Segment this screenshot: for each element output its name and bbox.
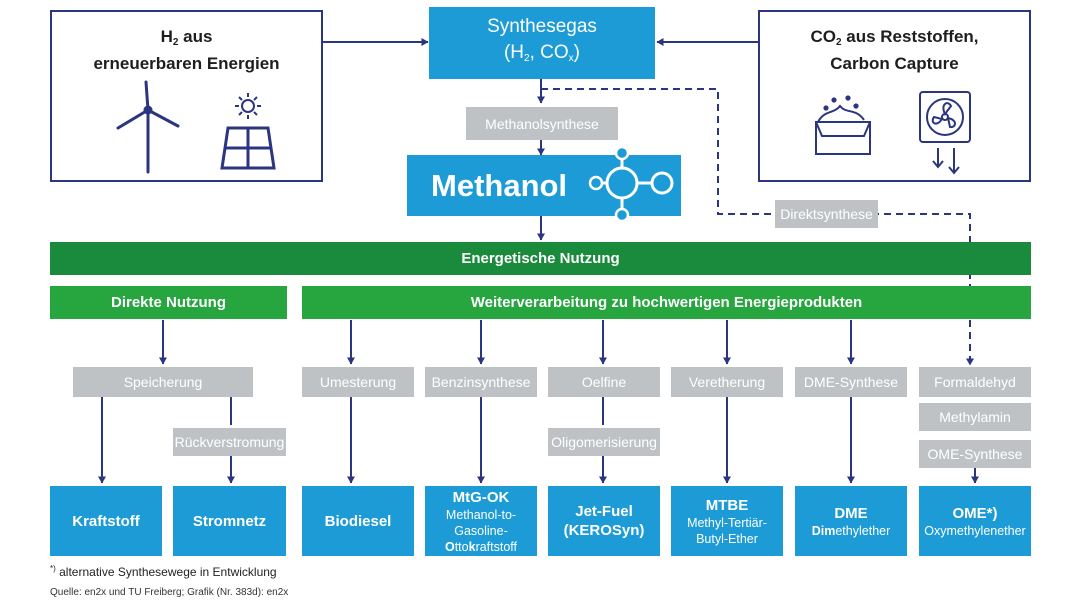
methanol-label: Methanol [431,167,568,203]
process-rueckverstromung: Rückverstromung [173,428,286,456]
waste-container-icon [815,95,871,155]
direct-use-bar: Direkte Nutzung [50,286,287,319]
molecule-icon [588,145,674,223]
product-mtg-ok: MtG-OK Methanol-to- Gasoline- Ottokrafts… [425,486,537,556]
source-note: Quelle: en2x und TU Freiberg; Grafik (Nr… [50,587,289,598]
wind-turbine-icon [116,80,180,174]
h2-source-box: H2 aus erneuerbaren Energien [50,10,323,182]
process-formaldehyd: Formaldehyd [919,367,1031,397]
co2-source-box: CO2 aus Reststoffen, Carbon Capture [758,10,1031,182]
h2-source-title: H2 aus erneuerbaren Energien [93,27,280,73]
air-capture-fan-icon [919,91,971,175]
process-veretherung: Veretherung [671,367,783,397]
process-benzinsynthese: Benzinsynthese [425,367,537,397]
further-processing-bar: Weiterverarbeitung zu hochwertigen Energ… [302,286,1031,319]
step-direktsynthese: Direktsynthese [775,200,878,228]
process-oligomerisierung: Oligomerisierung [548,428,660,456]
process-oelfine: Oelfine [548,367,660,397]
product-jet-fuel: Jet-Fuel (KEROSyn) [548,486,660,556]
process-umesterung: Umesterung [302,367,414,397]
product-biodiesel: Biodiesel [302,486,414,556]
product-stromnetz: Stromnetz [173,486,286,556]
product-dme: DME Dimethylether [795,486,907,556]
product-kraftstoff: Kraftstoff [50,486,162,556]
solar-panel-icon [220,93,276,170]
syngas-box: Synthesegas (H2, COx) [429,7,655,79]
co2-source-title: CO2 aus Reststoffen, Carbon Capture [810,27,979,73]
syngas-formula: (H2, COx) [503,42,580,64]
syngas-title: Synthesegas [487,16,597,37]
step-methanolsynthese: Methanolsynthese [466,107,618,140]
product-mtbe: MTBE Methyl-Tertiär- Butyl-Ether [671,486,783,556]
process-speicherung: Speicherung [73,367,253,397]
footnote: *) alternative Synthesewege in Entwicklu… [50,564,277,579]
product-ome: OME*) Oxymethylenether [919,486,1031,556]
energetic-use-bar: Energetische Nutzung [50,242,1031,275]
process-methylamin: Methylamin [919,403,1031,431]
process-dme-synthese: DME-Synthese [795,367,907,397]
process-ome-synthese: OME-Synthese [919,440,1031,468]
